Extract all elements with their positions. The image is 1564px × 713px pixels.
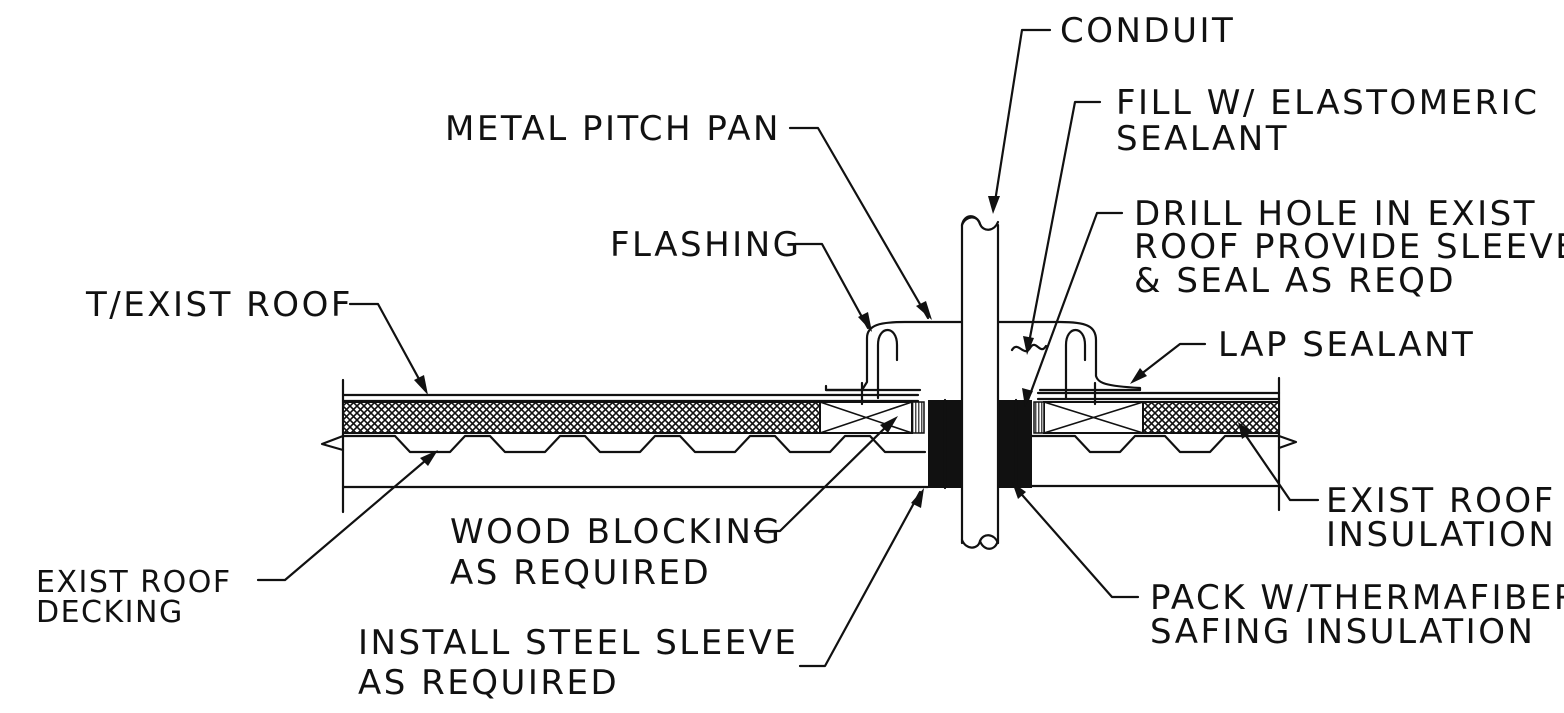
label-exist-roof-decking-line2: DECKING [36,595,184,630]
label-fill-line2: SEALANT [1116,119,1289,159]
sealant-squiggle [1010,343,1048,353]
label-install-sleeve-line1: INSTALL STEEL SLEEVE [358,623,798,663]
wood-blocking [819,401,1144,434]
label-exist-roof-decking-line1: EXIST ROOF [36,565,232,600]
roof-assembly [320,376,1298,514]
label-exist-roof-insulation-line1: EXIST ROOF [1326,481,1556,521]
roof-membrane [341,391,1281,403]
label-exist-roof-insulation-line2: INSULATION [1326,515,1556,555]
roof-decking-profile [320,434,1298,454]
label-install-sleeve-line2: AS REQUIRED [358,663,619,703]
label-fill-line1: FILL W/ ELASTOMERIC [1116,83,1539,123]
label-conduit: CONDUIT [1060,11,1235,51]
conduit-pipe [960,215,1000,550]
penetration-assembly [824,215,1142,550]
label-wood-blocking-line1: WOOD BLOCKING [450,512,782,552]
label-flashing: FLASHING [610,225,802,265]
label-wood-blocking-line2: AS REQUIRED [450,553,711,593]
leader-lines [256,28,1320,668]
label-pack-line2: SAFING INSULATION [1150,612,1535,652]
metal-pitch-pan [824,320,1142,392]
label-pack-line1: PACK W/THERMAFIBER [1150,578,1564,618]
roof-insulation [342,401,1280,434]
label-drill-line1: DRILL HOLE IN EXIST [1134,194,1537,234]
label-t-exist-roof: T/EXIST ROOF [85,285,353,325]
deck-bottom-line [341,484,1281,489]
label-lap-sealant: LAP SEALANT [1218,325,1475,365]
flashing-hooks [860,328,1097,406]
label-drill-line3: & SEAL AS REQD [1134,261,1456,301]
label-drill-line2: ROOF PROVIDE SLEEVE [1134,227,1564,267]
label-metal-pitch-pan: METAL PITCH PAN [445,109,781,149]
callout-labels: CONDUIT FILL W/ ELASTOMERIC SEALANT META… [36,11,1564,703]
